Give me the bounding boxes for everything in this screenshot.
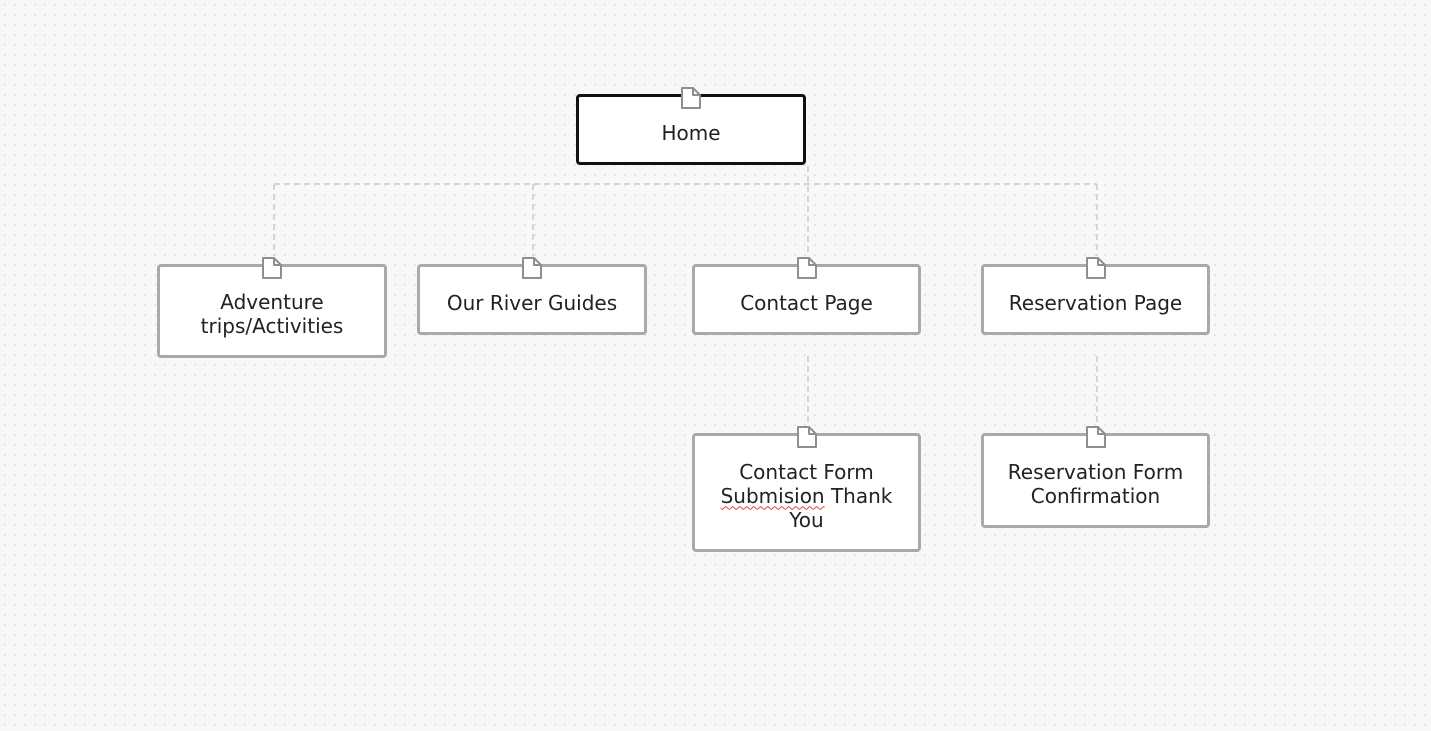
node-label: Reservation Page	[1008, 290, 1183, 315]
page-icon	[261, 256, 283, 280]
page-icon	[1085, 425, 1107, 449]
node-reservation-page[interactable]: Reservation Page	[981, 257, 1210, 335]
node-contact-form-thank-you[interactable]: Contact Form Submision Thank You	[692, 426, 921, 552]
node-label: Home	[661, 120, 721, 145]
label-part: Contact Form	[739, 459, 874, 484]
node-label: Contact Page	[740, 290, 873, 315]
page-icon	[1085, 256, 1107, 280]
node-label: Reservation Form Confirmation	[1007, 459, 1184, 508]
page-icon	[680, 86, 702, 110]
node-label: Adventure trips/Activities	[200, 290, 344, 338]
node-contact-page[interactable]: Contact Page	[692, 257, 921, 335]
node-label: Our River Guides	[446, 290, 618, 315]
node-adventure-trips[interactable]: Adventure trips/Activities	[157, 257, 387, 358]
node-river-guides[interactable]: Our River Guides	[417, 257, 647, 335]
misspelled-word: Submision	[720, 483, 825, 508]
node-label: Contact Form Submision Thank You	[717, 460, 897, 532]
page-icon	[796, 256, 818, 280]
node-reservation-form-confirmation[interactable]: Reservation Form Confirmation	[981, 426, 1210, 528]
page-icon	[796, 425, 818, 449]
page-icon	[521, 256, 543, 280]
node-home[interactable]: Home	[576, 87, 806, 165]
label-part: Thank You	[789, 483, 893, 532]
